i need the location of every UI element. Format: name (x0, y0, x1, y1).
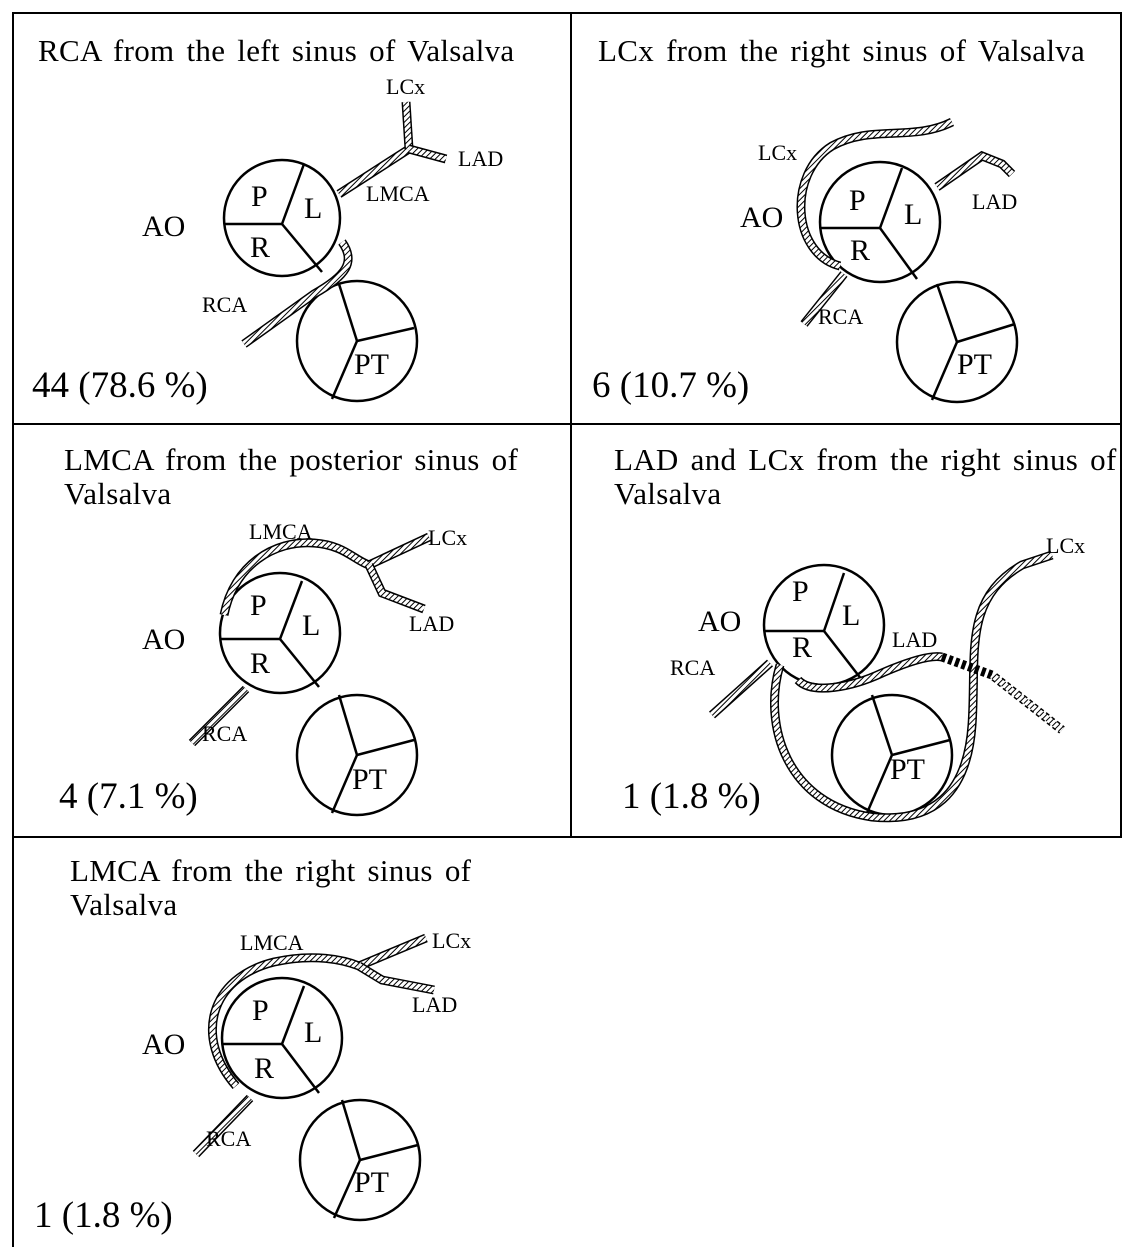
panel-lmca-right-sinus: LMCA from the right sinus of Valsalva (12, 836, 573, 1247)
label-ao: AO (740, 201, 783, 234)
label-ao: AO (142, 210, 185, 243)
diagram-lad-lcx-right-sinus: P L R AO RCA LAD LCx PT (670, 533, 1085, 823)
panel-count: 4 (7.1 %) (59, 776, 198, 817)
label-lmca: LMCA (240, 930, 304, 955)
label-lcx: LCx (428, 525, 467, 550)
diagram-rca-left-sinus: P L R AO LCx LAD LMCA RCA PT (142, 74, 503, 403)
label-lad: LAD (972, 189, 1017, 214)
panel-count: 44 (78.6 %) (32, 365, 208, 406)
label-lmca: LMCA (249, 519, 313, 544)
aorta (818, 160, 942, 284)
label-l: L (302, 609, 320, 642)
panel-rca-left-sinus: RCA from the left sinus of Valsalva (12, 12, 572, 425)
label-lad: LAD (412, 992, 457, 1017)
label-pt: PT (354, 348, 389, 381)
label-rca: RCA (818, 304, 863, 329)
label-r: R (792, 631, 812, 664)
panel-count: 6 (10.7 %) (592, 365, 750, 406)
label-lcx: LCx (386, 74, 425, 99)
diagram-lmca-right-sinus: P L R AO LMCA LCx LAD RCA PT (142, 928, 471, 1222)
pulmonary-trunk (895, 280, 1019, 404)
panel-lcx-right-sinus: LCx from the right sinus of Valsalva P L (570, 12, 1122, 425)
label-r: R (250, 647, 270, 680)
diagram-lmca-posterior-sinus: P L R AO LMCA LCx LAD RCA PT (142, 519, 467, 817)
label-lad: LAD (409, 611, 454, 636)
pulmonary-trunk (298, 1098, 422, 1222)
label-ao: AO (698, 605, 741, 638)
aorta (220, 976, 344, 1100)
diagram-lcx-right-sinus: P L R AO LCx LAD RCA PT (740, 117, 1019, 404)
panel-count: 1 (1.8 %) (34, 1195, 173, 1236)
pulmonary-trunk (295, 279, 419, 403)
label-l: L (304, 192, 322, 225)
empty-cell (571, 838, 1122, 1247)
label-lcx: LCx (432, 928, 471, 953)
aorta (218, 571, 342, 695)
label-l: L (904, 198, 922, 231)
label-p: P (250, 589, 267, 622)
panel-title: RCA from the left sinus of Valsalva (38, 33, 515, 68)
label-rca: RCA (202, 292, 247, 317)
label-ao: AO (142, 623, 185, 656)
label-rca: RCA (670, 655, 715, 680)
label-rca: RCA (206, 1126, 251, 1151)
label-lcx: LCx (758, 140, 797, 165)
label-r: R (850, 234, 870, 267)
label-ao: AO (142, 1028, 185, 1061)
label-r: R (250, 231, 270, 264)
aorta (222, 158, 342, 278)
label-lcx: LCx (1046, 533, 1085, 558)
pulmonary-trunk (295, 693, 419, 817)
panel-title: LMCA from the posterior sinus of Valsalv… (64, 442, 519, 511)
label-p: P (849, 184, 866, 217)
panel-count: 1 (1.8 %) (622, 776, 761, 817)
label-p: P (792, 575, 809, 608)
label-pt: PT (352, 763, 387, 796)
label-lad: LAD (892, 627, 937, 652)
label-r: R (254, 1052, 274, 1085)
label-pt: PT (354, 1166, 389, 1199)
panel-lad-lcx-right-sinus: LAD and LCx from the right sinus of Vals… (570, 423, 1122, 838)
label-l: L (842, 599, 860, 632)
label-p: P (252, 994, 269, 1027)
panel-title: LAD and LCx from the right sinus of Vals… (614, 442, 1117, 511)
label-pt: PT (957, 348, 992, 381)
panel-title: LCx from the right sinus of Valsalva (598, 33, 1086, 68)
label-pt: PT (890, 753, 925, 786)
label-l: L (304, 1016, 322, 1049)
label-lmca: LMCA (366, 181, 430, 206)
panel-title: LMCA from the right sinus of Valsalva (70, 853, 472, 922)
label-p: P (251, 180, 268, 213)
label-rca: RCA (202, 721, 247, 746)
panel-lmca-posterior-sinus: LMCA from the posterior sinus of Valsalv… (12, 423, 572, 838)
label-lad: LAD (458, 146, 503, 171)
